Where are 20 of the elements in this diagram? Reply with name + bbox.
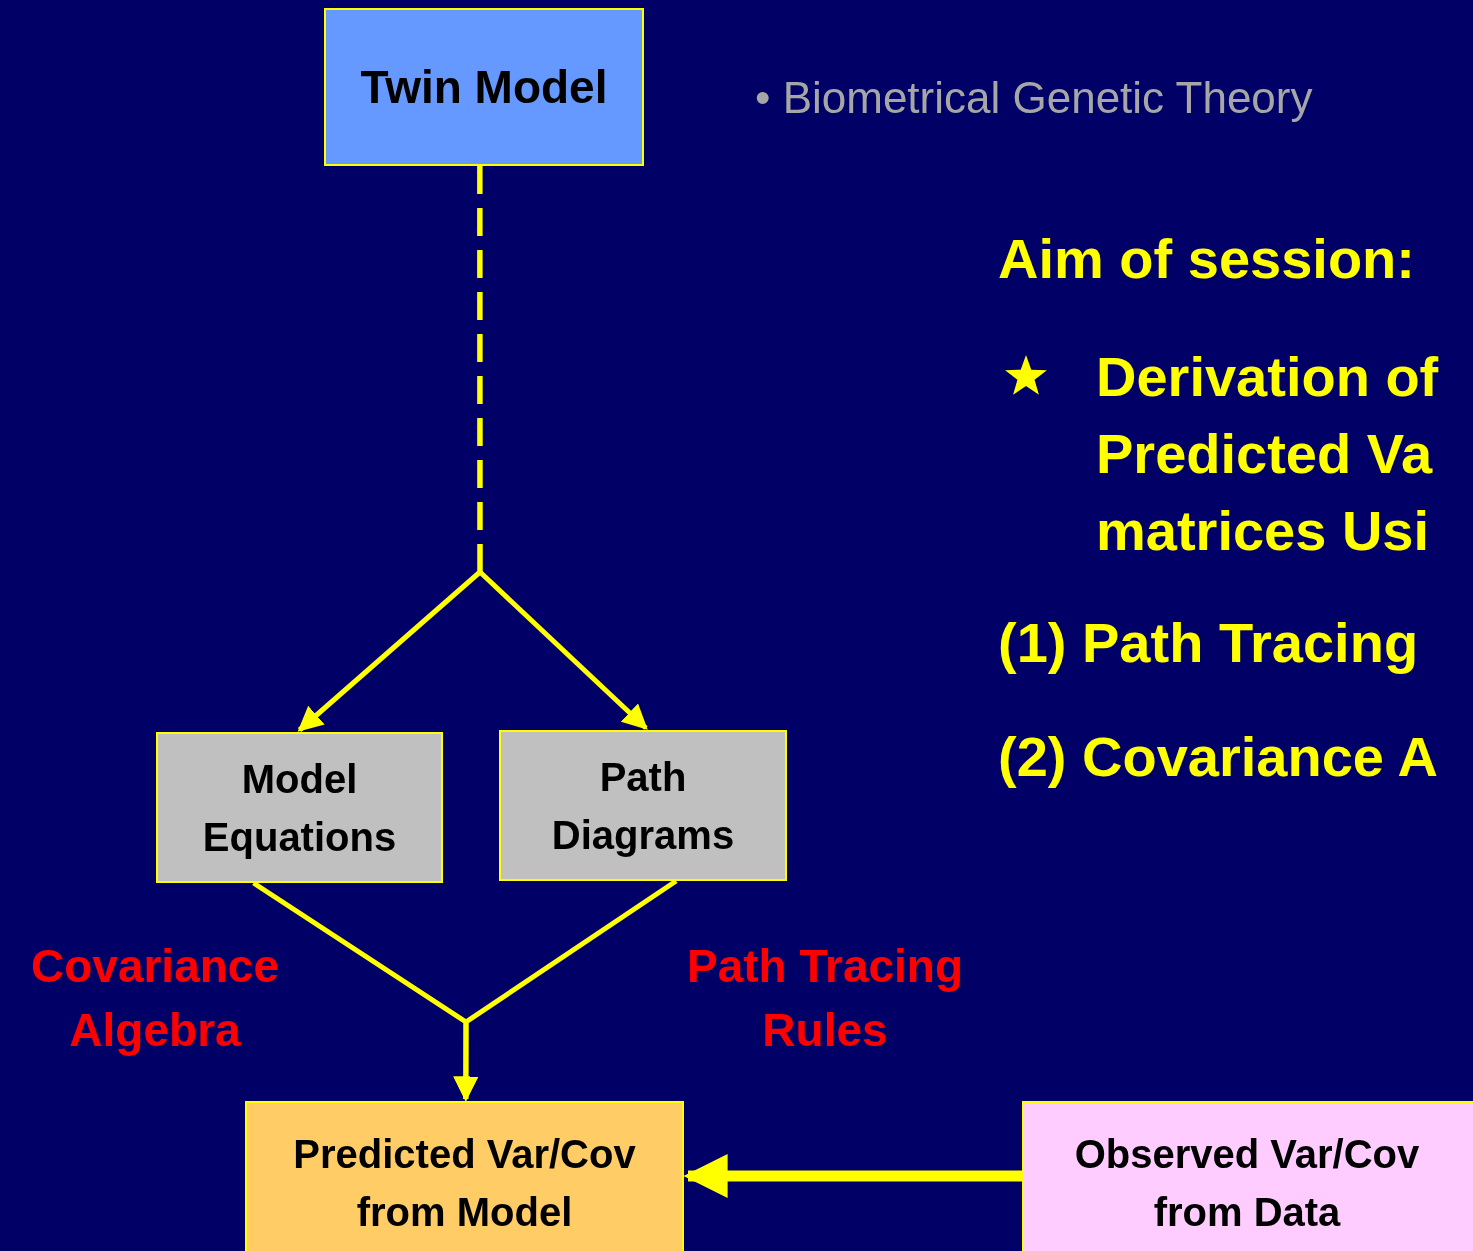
bullet-text: • Biometrical Genetic Theory <box>755 72 1314 124</box>
bullet-text: (2) Covariance A <box>998 724 1439 790</box>
edge-label: Covariance Algebra <box>30 939 280 1058</box>
box-label: Path Diagrams <box>550 753 736 859</box>
box-label: Predicted Var/Cov from Model <box>292 1131 637 1236</box>
process-box <box>156 732 443 883</box>
bullet-text: (1) Path Tracing <box>998 610 1420 676</box>
box-label: Model Equations <box>201 755 398 861</box>
process-box <box>499 730 787 881</box>
process-box <box>324 8 644 166</box>
arrow <box>453 878 678 1102</box>
edge-label: Path Tracing Rules <box>685 939 965 1058</box>
arrow <box>683 1154 1022 1199</box>
box-label: Twin Model <box>360 59 608 115</box>
process-box <box>1022 1101 1473 1251</box>
heading: Aim of session: <box>998 226 1416 292</box>
arrow <box>477 166 648 730</box>
bullet-text: Derivation of Predicted Va matrices Usi <box>1096 344 1440 564</box>
box-label: Observed Var/Cov from Data <box>1073 1131 1421 1236</box>
process-box <box>245 1101 684 1251</box>
